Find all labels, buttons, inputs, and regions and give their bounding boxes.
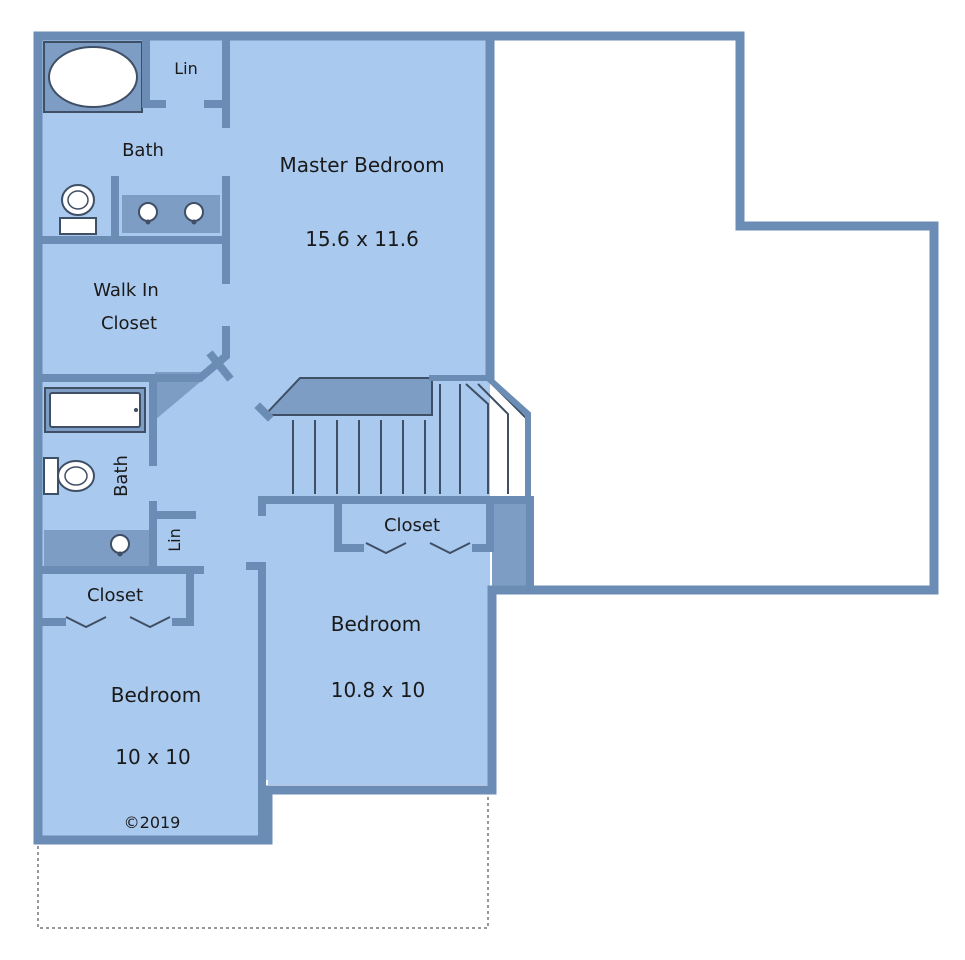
bath-top-label: Bath	[122, 140, 164, 161]
sink-icon	[110, 534, 130, 557]
master-bedroom-size: 15.6 x 11.6	[305, 227, 419, 251]
closet-left-label: Closet	[87, 585, 143, 606]
patio-outline	[37, 796, 489, 929]
toilet-icon	[59, 184, 97, 235]
walk-in-closet-label-2: Closet	[101, 313, 157, 334]
walk-in-closet-label-1: Walk In	[93, 280, 159, 301]
toilet-side-icon	[43, 457, 95, 495]
bedroom-left-size: 10 x 10	[115, 745, 190, 769]
copyright-text: ©2019	[124, 813, 181, 832]
bedroom-middle-label: Bedroom	[331, 612, 421, 636]
bathtub-oval-icon	[43, 41, 143, 113]
linen-side-label: Lin	[165, 528, 184, 552]
closet-middle-label: Closet	[384, 515, 440, 536]
bathtub-icon	[44, 387, 146, 433]
bath-side-label: Bath	[111, 455, 132, 497]
bedroom-left-label: Bedroom	[111, 683, 201, 707]
linen-top-label: Lin	[174, 59, 198, 78]
walls	[33, 31, 939, 845]
closet-doors	[65, 542, 471, 629]
stair-landing	[44, 195, 530, 586]
bedroom-middle-size: 10.8 x 10	[331, 678, 426, 702]
master-bedroom-label: Master Bedroom	[279, 153, 444, 177]
double-sink-icon	[138, 202, 204, 225]
